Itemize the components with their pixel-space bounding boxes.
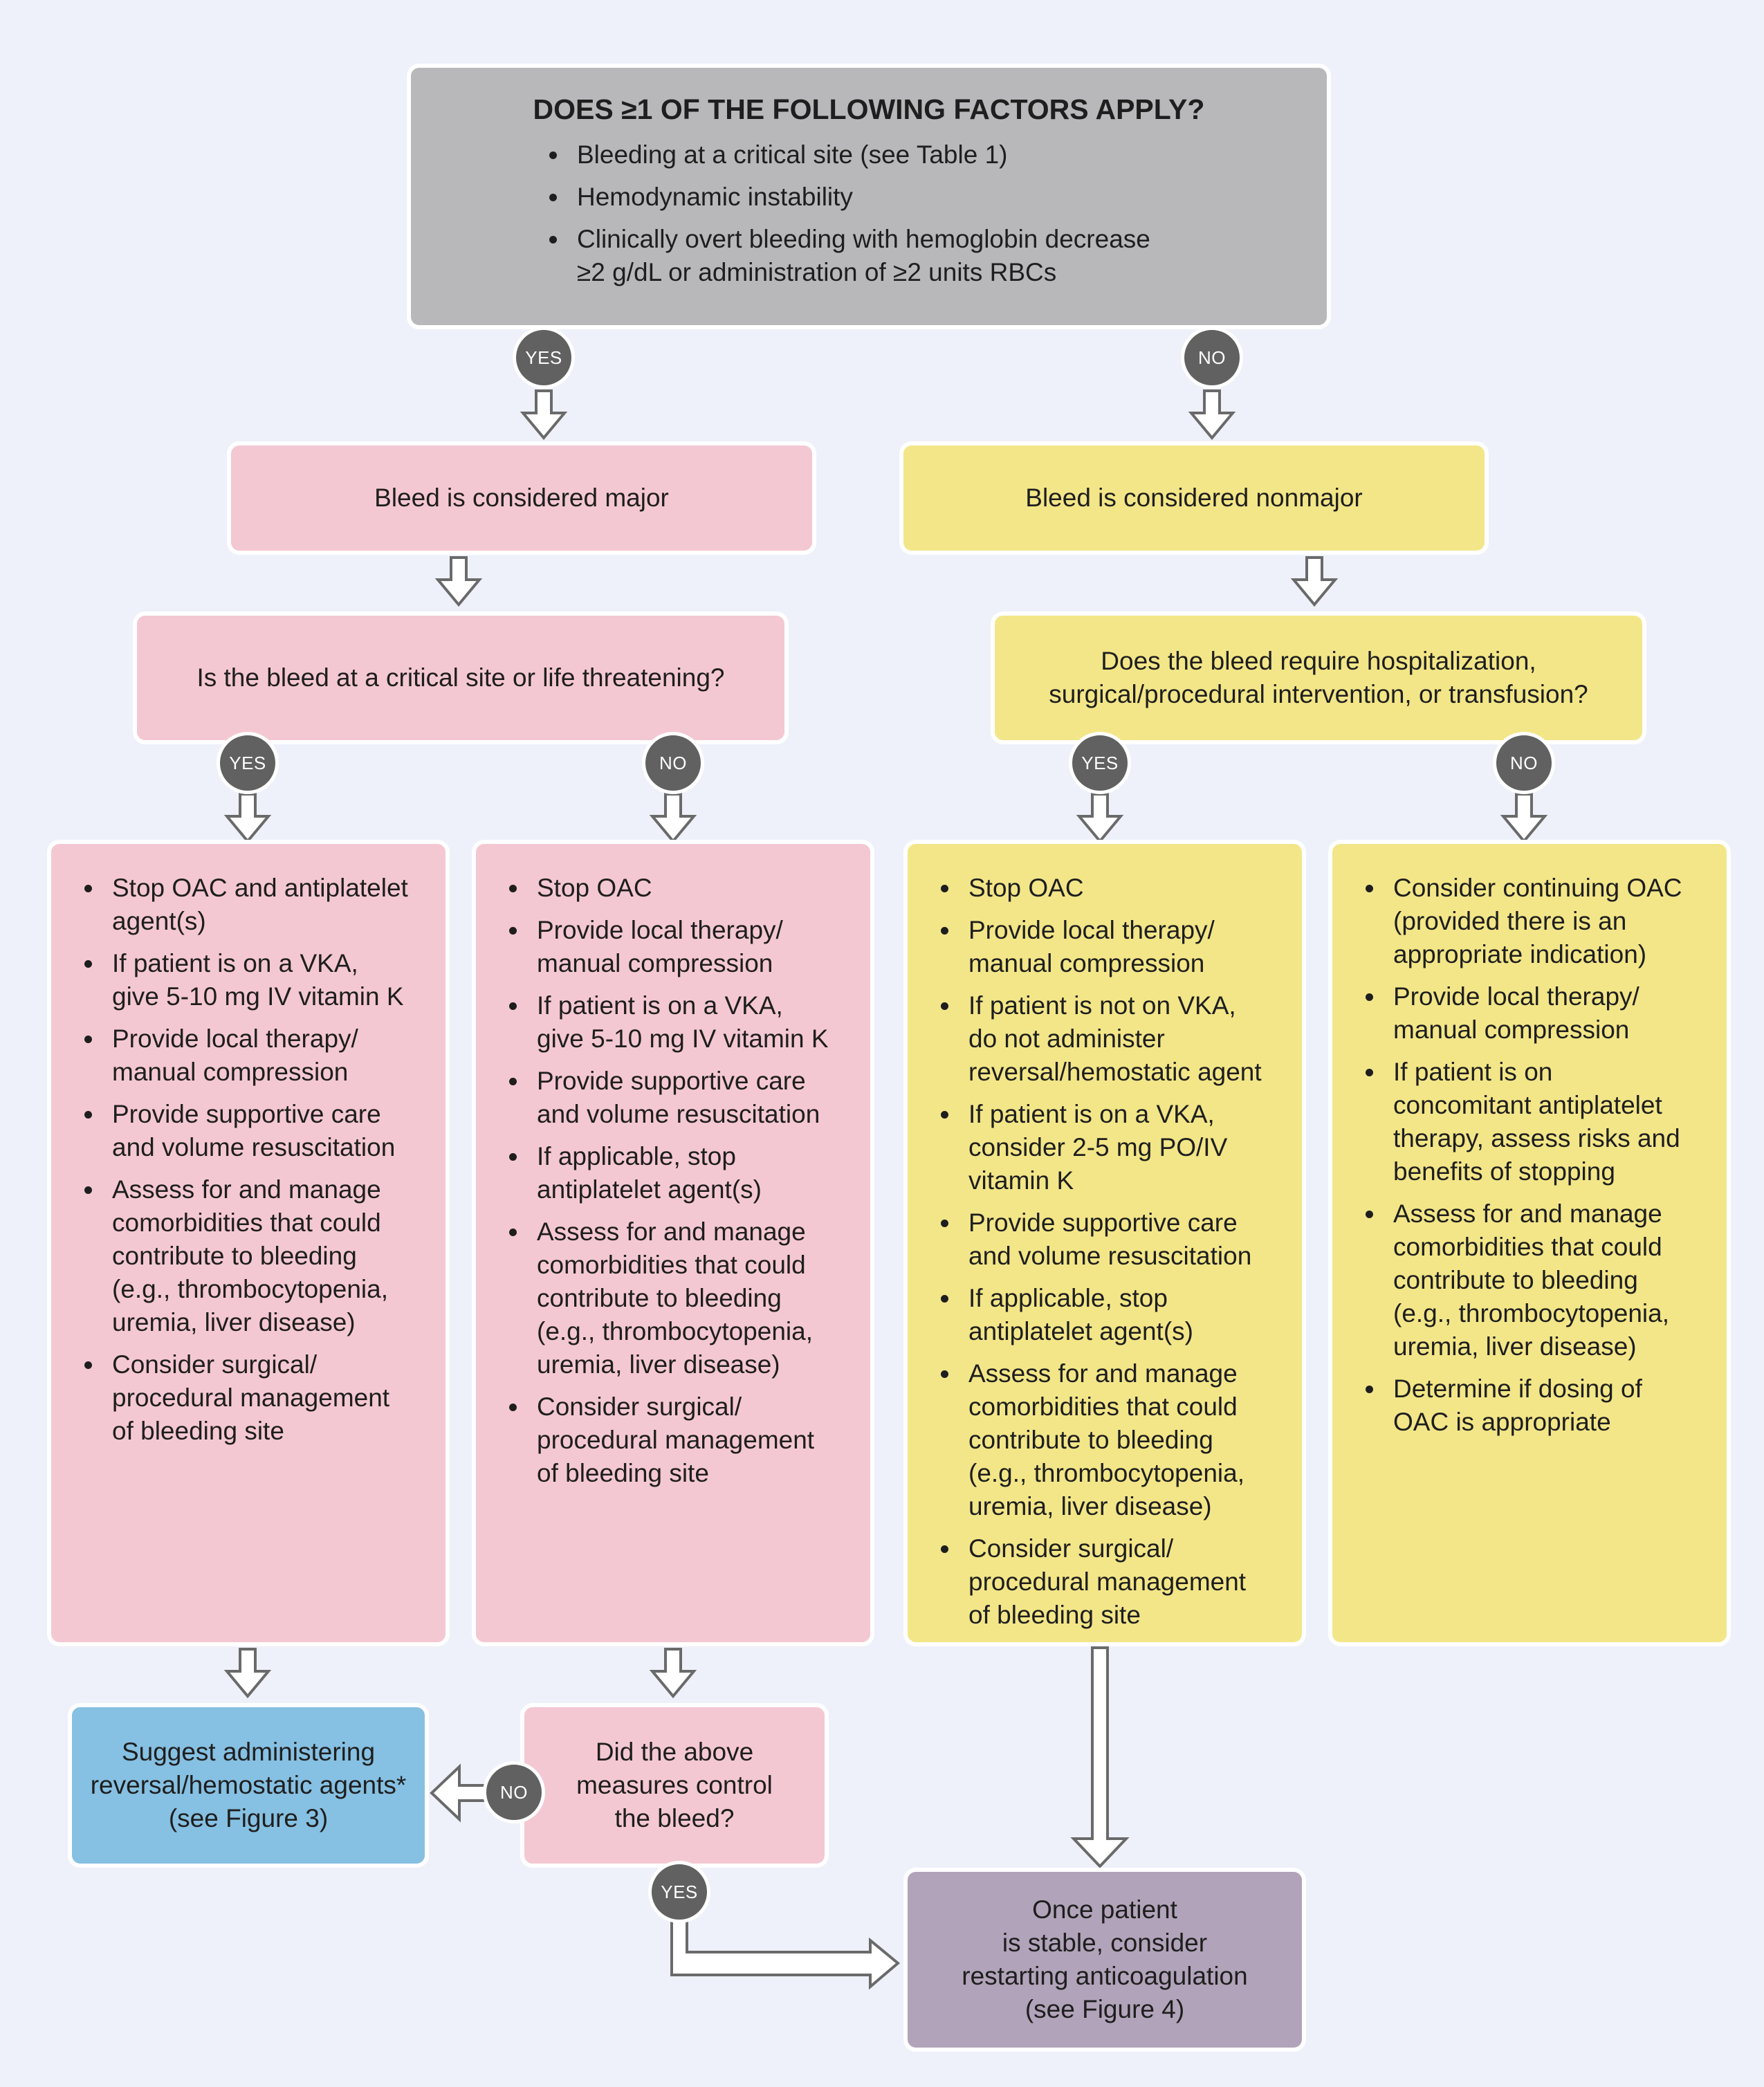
- badge-hosp-no: NO: [1493, 732, 1555, 794]
- badge-critical-no: NO: [642, 732, 704, 794]
- critical-site-question: Is the bleed at a critical site or life …: [196, 663, 725, 692]
- hospitalization-question-box: Does the bleed require hospitalization, …: [991, 612, 1646, 744]
- arrow-hosp-yes: [1078, 793, 1122, 843]
- top-factor-list: Bleeding at a critical site (see Table 1…: [542, 138, 1299, 289]
- arrow-col2-to-control: [651, 1648, 695, 1698]
- arrow-critical-no: [651, 793, 695, 843]
- action-item: Provide local therapy/manual compression: [502, 914, 849, 980]
- action-list: Stop OAC Provide local therapy/manual co…: [934, 872, 1281, 1632]
- badge-control-no: NO: [483, 1761, 545, 1823]
- arrow-yes-to-major: [522, 389, 566, 439]
- badge-top-yes: YES: [513, 327, 575, 389]
- major-noncritical-actions-box: Stop OAC Provide local therapy/manual co…: [472, 840, 874, 1646]
- arrow-nonmajor-to-hosp: [1292, 556, 1336, 606]
- factor-item: Hemodynamic instability: [542, 181, 1299, 214]
- bleed-control-question-box: Did the above measures control the bleed…: [520, 1703, 829, 1868]
- arrow-control-yes-to-restart: [670, 1908, 901, 1990]
- nonmajor-hospital-actions-box: Stop OAC Provide local therapy/manual co…: [903, 840, 1306, 1646]
- reversal-agents-box: Suggest administering reversal/hemostati…: [68, 1703, 429, 1868]
- hospitalization-question-line: surgical/procedural intervention, or tra…: [1049, 680, 1588, 708]
- restart-anticoagulation-box: Once patient is stable, consider restart…: [903, 1868, 1306, 2052]
- factor-item: Bleeding at a critical site (see Table 1…: [542, 138, 1299, 172]
- badge-control-yes: YES: [648, 1861, 710, 1923]
- action-item: Consider continuing OAC(provided there i…: [1359, 872, 1706, 971]
- arrow-critical-yes: [226, 793, 270, 843]
- action-list: Consider continuing OAC(provided there i…: [1359, 872, 1706, 1439]
- action-list: Stop OAC Provide local therapy/manual co…: [502, 872, 849, 1490]
- nonmajor-bleed-label: Bleed is considered nonmajor: [1025, 484, 1363, 512]
- hospitalization-question-line: Does the bleed require hospitalization,: [1101, 647, 1536, 675]
- nonmajor-outpatient-actions-box: Consider continuing OAC(provided there i…: [1328, 840, 1731, 1646]
- action-item: If patient is on a VKA,give 5-10 mg IV v…: [77, 947, 425, 1013]
- action-item: Provide local therapy/manual compression: [77, 1022, 425, 1089]
- nonmajor-bleed-box: Bleed is considered nonmajor: [899, 441, 1489, 555]
- major-bleed-box: Bleed is considered major: [227, 441, 816, 555]
- action-item: If patient is on a VKA,give 5-10 mg IV v…: [502, 989, 849, 1056]
- arrow-major-to-critical: [437, 556, 481, 606]
- factor-item: Clinically overt bleeding with hemoglobi…: [542, 223, 1299, 289]
- action-item: If patient is on a VKA,consider 2-5 mg P…: [934, 1098, 1281, 1197]
- arrow-no-to-nonmajor: [1190, 389, 1234, 439]
- action-item: Provide local therapy/manual compression: [934, 914, 1281, 980]
- arrow-col3-to-restart: [1070, 1646, 1130, 1868]
- badge-critical-yes: YES: [217, 732, 279, 794]
- badge-top-no: NO: [1181, 327, 1243, 389]
- arrow-col1-to-reversal: [226, 1648, 270, 1698]
- action-item: If patient is not on VKA,do not administ…: [934, 989, 1281, 1089]
- badge-hosp-yes: YES: [1069, 732, 1131, 794]
- action-item: Stop OAC: [934, 872, 1281, 905]
- arrow-hosp-no: [1502, 793, 1546, 843]
- action-item: Stop OAC: [502, 872, 849, 905]
- major-bleed-label: Bleed is considered major: [374, 484, 669, 512]
- action-item: Provide local therapy/manual compression: [1359, 980, 1706, 1047]
- top-question-box: DOES ≥1 OF THE FOLLOWING FACTORS APPLY? …: [407, 64, 1331, 329]
- top-question-title: DOES ≥1 OF THE FOLLOWING FACTORS APPLY?: [533, 93, 1205, 125]
- critical-site-question-box: Is the bleed at a critical site or life …: [133, 612, 789, 744]
